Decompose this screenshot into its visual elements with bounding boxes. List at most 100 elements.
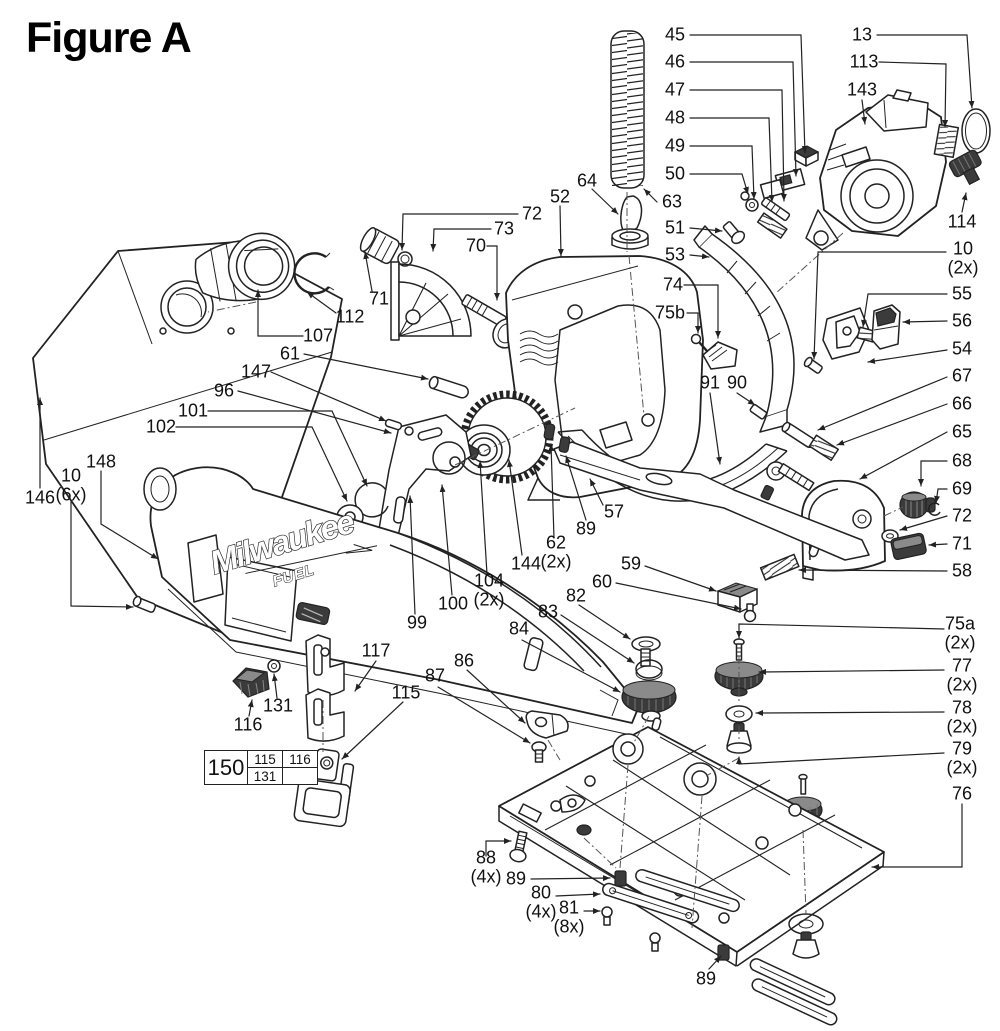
callout-89: 89 (575, 518, 597, 539)
depth-stop-bar-part-57 (553, 441, 870, 561)
snap-ring-part-112 (293, 252, 335, 295)
callout-86: 86 (453, 650, 475, 671)
callout-47: 47 (664, 79, 686, 100)
ref-table-cell: 115 (247, 750, 283, 768)
gear-part-144 (457, 390, 554, 484)
bushing-part-79 (726, 722, 752, 754)
callout-63: 63 (661, 191, 683, 212)
callout-104: 104 (2x) (473, 570, 505, 610)
lever-knob-part-64 (611, 195, 649, 250)
brake-pad-part-74 (702, 341, 738, 370)
ref-table-cell: 116 (282, 750, 318, 768)
callout-113: 113 (849, 51, 879, 72)
assembly-axes (207, 192, 904, 929)
callout-56: 56 (951, 310, 973, 331)
callout-13: 13 (851, 24, 873, 45)
screw-part-60 (743, 603, 757, 623)
callout-115: 115 (391, 682, 421, 703)
callout-84: 84 (508, 618, 530, 639)
callout-144: 144 (510, 553, 542, 574)
callout-71: 71 (368, 288, 390, 309)
callout-80: 80 (4x) (525, 882, 557, 922)
callout-46: 46 (664, 51, 686, 72)
pivot-bracket-part-96 (376, 414, 472, 557)
upper-guard-part-73 (390, 261, 472, 341)
lower-housing-part-148: Milwaukee FUEL (132, 466, 640, 735)
callout-146: 146 (24, 487, 56, 508)
callout-81: 81 (8x) (553, 897, 585, 937)
hose-connector-part-107 (194, 232, 296, 302)
callout-71: 71 (951, 533, 973, 554)
callout-57: 57 (603, 501, 625, 522)
callout-83: 83 (537, 601, 559, 622)
callout-100: 100 (437, 593, 469, 614)
screw-part-75b (690, 333, 708, 352)
callout-148: 148 (85, 451, 117, 472)
ref-table-cell: 131 (247, 767, 283, 785)
pin-part-67 (781, 421, 816, 448)
clamp-plate-part-117 (305, 634, 345, 697)
motor-assembly-part-143 (805, 89, 947, 251)
ring-part-101 (354, 482, 389, 518)
dowel-pin-part-61 (428, 375, 469, 399)
depth-arc-track-part-53 (693, 225, 795, 433)
callout-107: 107 (302, 325, 334, 346)
callout-88: 88 (4x) (470, 847, 502, 887)
callout-101: 101 (177, 400, 209, 421)
callout-64: 64 (576, 170, 598, 191)
callout-51: 51 (664, 217, 686, 238)
callout-59: 59 (620, 553, 642, 574)
callout-87: 87 (424, 665, 446, 686)
button-part-71-right (890, 532, 927, 560)
callout-10: 10 (6x) (55, 465, 87, 505)
tab-plate-part-86 (525, 710, 569, 739)
washer-part-78 (725, 705, 753, 723)
callout-65: 65 (951, 421, 973, 442)
knob-screw-part-114 (948, 149, 982, 186)
callout-90: 90 (726, 372, 748, 393)
callout-79: 79 (2x) (946, 738, 978, 778)
callout-61: 61 (279, 343, 301, 364)
callout-74: 74 (662, 274, 684, 295)
callout-66: 66 (951, 393, 973, 414)
callout-116: 116 (233, 714, 263, 735)
callout-117: 117 (361, 640, 391, 661)
clamp-plate-mid (305, 688, 345, 742)
callout-72: 72 (521, 203, 543, 224)
callout-89: 89 (695, 968, 717, 989)
callout-77: 77 (2x) (946, 655, 978, 695)
callout-102: 102 (145, 416, 177, 437)
callout-69: 69 (951, 478, 973, 499)
set-screws-part-89 (543, 423, 730, 961)
o-ring-part-72-left (397, 251, 413, 267)
knurled-knob-part-84 (621, 680, 677, 731)
callout-147: 147 (240, 361, 272, 382)
main-housing-part-52 (505, 255, 704, 501)
callout-73: 73 (493, 218, 515, 239)
roller-part-71-left (359, 227, 400, 265)
leader-lines (37, 34, 975, 970)
callout-78: 78 (2x) (946, 697, 978, 737)
callout-49: 49 (664, 135, 686, 156)
o-ring-part-13 (961, 108, 991, 154)
screws-part-81 (601, 906, 661, 952)
spring-part-66 (808, 434, 840, 462)
callout-96: 96 (213, 380, 235, 401)
switch-parts-54-55-56 (803, 304, 901, 374)
brush-parts-45-to-51 (722, 145, 820, 245)
callout-68: 68 (951, 450, 973, 471)
callout-48: 48 (664, 107, 686, 128)
callout-72: 72 (951, 505, 973, 526)
callout-143: 143 (846, 79, 878, 100)
figure-title: Figure A (26, 14, 192, 62)
callout-75a: 75a (2x) (944, 613, 976, 653)
ref-table-cell (282, 767, 318, 785)
callout-45: 45 (664, 24, 686, 45)
spring-part-58 (759, 553, 800, 581)
callout-75b: 75b (654, 302, 686, 323)
callout-54: 54 (951, 338, 973, 359)
clip-ring-part-83 (635, 659, 663, 681)
ref-table-main-cell: 150 (204, 750, 248, 785)
